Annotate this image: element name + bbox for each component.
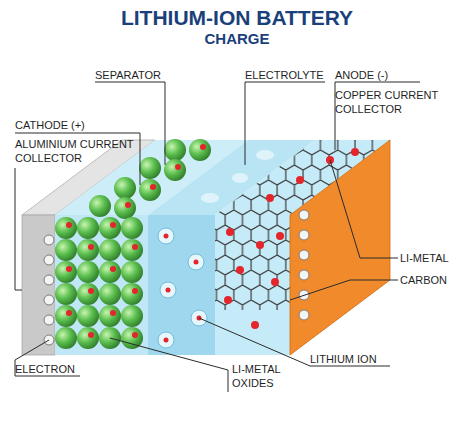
oxide-sphere <box>77 239 99 261</box>
lithium-dot <box>271 278 279 286</box>
lithium-dot <box>296 176 304 184</box>
part-label: LITHIUM ION <box>310 352 377 366</box>
part-label: ANODE (-) <box>335 68 388 82</box>
aluminium-collector <box>22 215 55 355</box>
lithium-dot <box>164 234 169 239</box>
lithium-ion <box>188 254 204 270</box>
oxide-sphere <box>55 261 77 283</box>
electron-symbol <box>44 255 54 265</box>
electron-symbol <box>299 310 309 320</box>
part-label: COPPER CURRENT COLLECTOR <box>335 88 447 116</box>
oxide-sphere <box>121 261 143 283</box>
oxide-sphere <box>99 283 121 305</box>
lithium-dot <box>226 228 234 236</box>
separator-face <box>148 215 215 355</box>
oxide-sphere <box>139 157 161 179</box>
oxide-sphere <box>77 305 99 327</box>
electron-symbol <box>299 270 309 280</box>
leader-line <box>290 280 398 300</box>
graphite-face <box>215 215 290 310</box>
electron-symbol <box>44 315 54 325</box>
bubble <box>201 193 219 203</box>
copper-collector <box>290 140 390 355</box>
oxide-sphere <box>121 239 143 261</box>
oxide-sphere <box>99 261 121 283</box>
electron-symbol <box>299 250 309 260</box>
oxide-sphere <box>55 283 77 305</box>
oxide-sphere <box>121 305 143 327</box>
part-label: ALUMINIUM CURRENT COLLECTOR <box>15 137 145 165</box>
lithium-dot <box>266 194 274 202</box>
lithium-dot <box>251 321 259 329</box>
oxide-sphere <box>77 217 99 239</box>
oxide-sphere <box>139 179 161 201</box>
oxide-sphere <box>114 177 136 199</box>
oxide-sphere <box>77 283 99 305</box>
oxide-sphere <box>189 139 211 161</box>
electron-symbol <box>299 210 309 220</box>
lithium-dot <box>224 296 232 304</box>
lithium-dot <box>236 266 244 274</box>
lithium-dot <box>276 232 284 240</box>
part-label: ELECTRON <box>15 362 75 376</box>
bubble <box>256 150 274 160</box>
leader-line <box>330 160 398 258</box>
electron-symbol <box>44 295 54 305</box>
cathode-face <box>55 215 148 355</box>
oxide-sphere <box>114 197 136 219</box>
lithium-ion <box>160 282 176 298</box>
oxide-sphere <box>99 239 121 261</box>
oxide-sphere <box>121 217 143 239</box>
oxide-sphere <box>55 239 77 261</box>
leader-line <box>199 318 390 366</box>
lithium-dot <box>256 241 264 249</box>
leader-line <box>95 82 165 165</box>
leader-line <box>110 338 228 392</box>
part-label: LI-METAL OXIDES <box>232 362 300 390</box>
leader-line <box>15 340 80 376</box>
part-label: SEPARATOR <box>95 68 161 82</box>
oxide-sphere <box>89 195 111 217</box>
oxide-sphere <box>55 217 77 239</box>
anode-face <box>215 215 290 355</box>
subtitle: CHARGE <box>0 32 474 46</box>
oxide-sphere <box>77 327 99 349</box>
oxide-sphere <box>164 139 186 161</box>
lithium-ion <box>158 228 174 244</box>
electron-symbol <box>44 235 54 245</box>
leader-line <box>15 168 22 290</box>
lithium-dot <box>194 260 199 265</box>
anode-lithium <box>224 148 359 329</box>
lithium-dot <box>164 338 169 343</box>
oxide-sphere <box>99 305 121 327</box>
oxide-sphere <box>55 327 77 349</box>
electron-symbol <box>44 275 54 285</box>
part-label: CARBON <box>400 273 447 287</box>
oxide-sphere <box>99 217 121 239</box>
oxide-sphere <box>77 261 99 283</box>
part-label: ELECTROLYTE <box>245 68 324 82</box>
part-label: CATHODE (+) <box>15 118 85 132</box>
leader-line <box>245 82 325 165</box>
cathode-spheres <box>55 217 143 349</box>
oxide-sphere <box>121 283 143 305</box>
lithium-dot <box>351 148 359 156</box>
lithium-ion <box>158 332 174 348</box>
oxide-sphere <box>55 305 77 327</box>
electron-symbol <box>299 230 309 240</box>
lithium-dot <box>166 288 171 293</box>
separator-ions <box>158 228 207 348</box>
diagram-title: LITHIUM-ION BATTERY <box>0 6 474 30</box>
oxide-sphere <box>164 159 186 181</box>
part-label: LI-METAL <box>400 251 449 265</box>
leader-lines <box>15 82 420 392</box>
electrons <box>44 210 309 345</box>
bubble <box>232 173 248 183</box>
